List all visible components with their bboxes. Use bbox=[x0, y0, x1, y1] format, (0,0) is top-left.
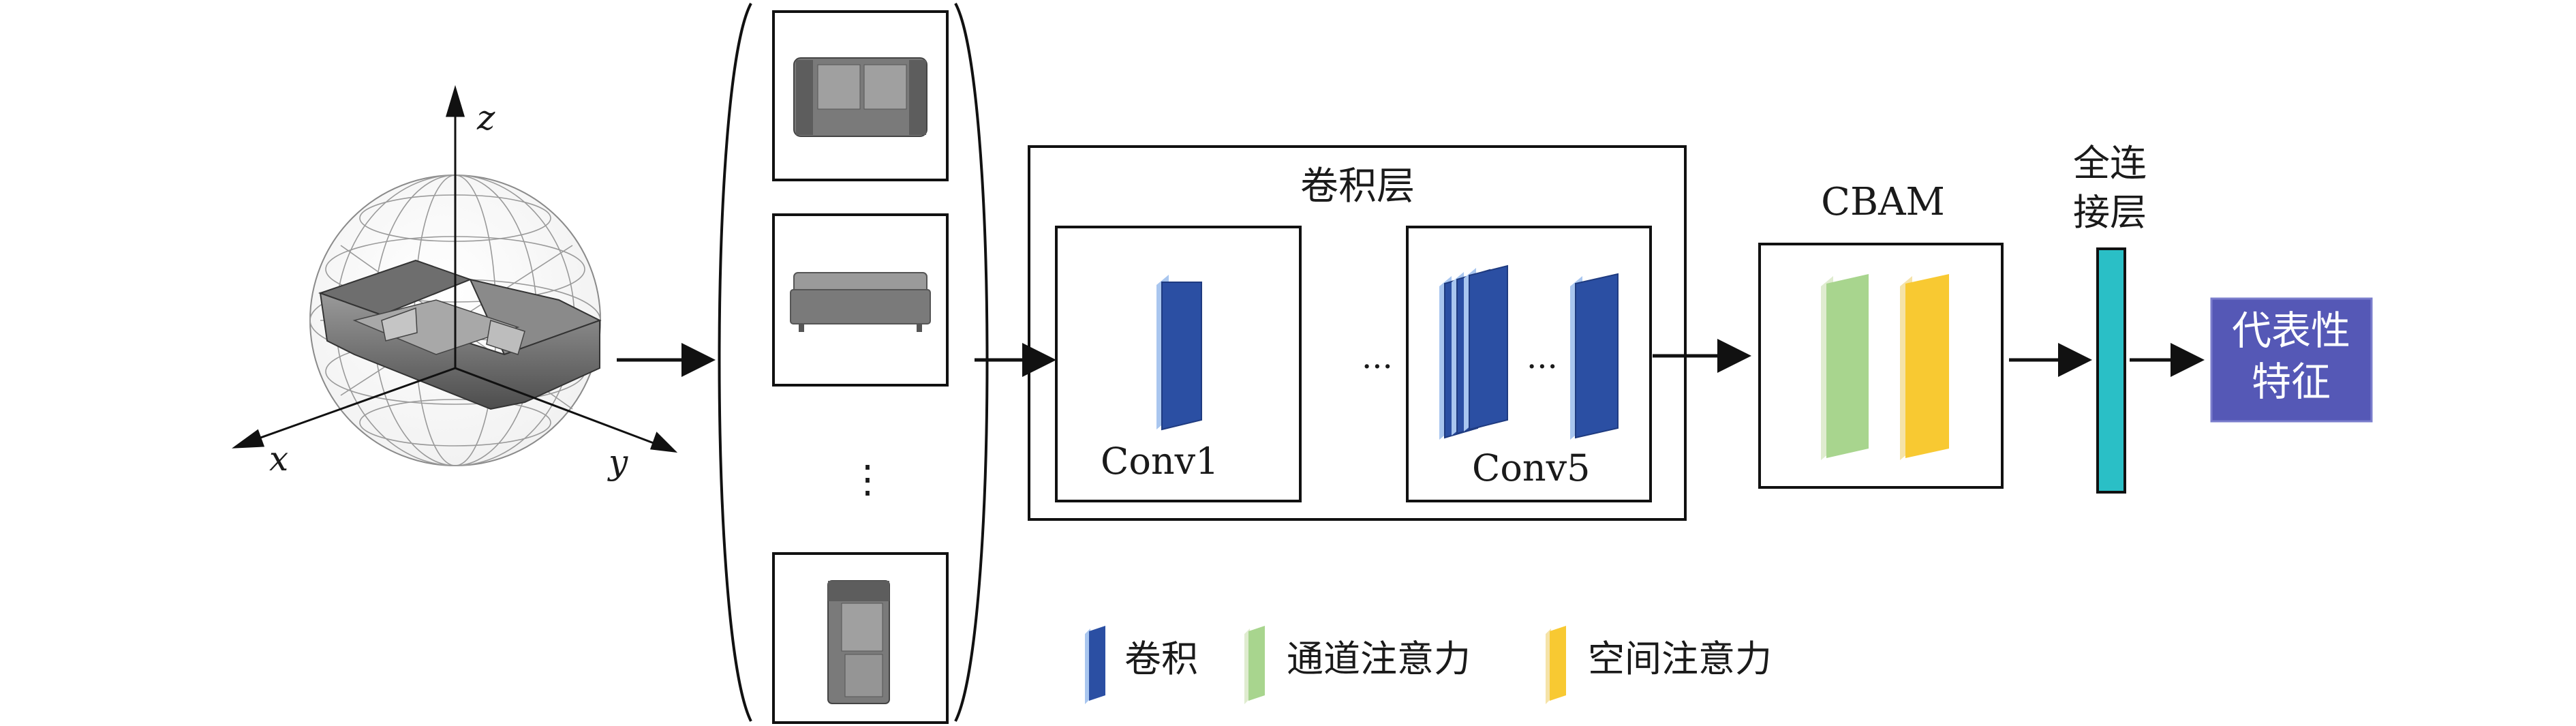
legend: 卷积 通道注意力 空间注意力 bbox=[1085, 626, 1772, 704]
view-sofa-front bbox=[790, 272, 931, 332]
fc-bar bbox=[2096, 247, 2126, 494]
y-axis-label: y bbox=[607, 442, 628, 482]
left-bracket bbox=[718, 3, 752, 722]
conv1-label: Conv1 bbox=[1101, 440, 1218, 483]
cbam-block: CBAM bbox=[1758, 180, 2004, 489]
conv-ellipsis-between: ... bbox=[1362, 338, 1393, 376]
right-bracket bbox=[954, 3, 989, 722]
conv1-layer bbox=[1156, 275, 1202, 431]
output-box: 代表性 特征 bbox=[2210, 297, 2373, 423]
legend-channel-label: 通道注意力 bbox=[1287, 637, 1471, 680]
conv5-layer bbox=[1570, 273, 1619, 440]
legend-conv-swatch bbox=[1085, 626, 1105, 704]
output-box-rect bbox=[2210, 297, 2373, 423]
conv1-frame bbox=[1055, 226, 1302, 502]
spatial-attention-layer bbox=[1900, 274, 1949, 460]
channel-attention-layer bbox=[1821, 274, 1869, 460]
cbam-frame bbox=[1758, 243, 2004, 489]
conv5-stack bbox=[1439, 264, 1508, 440]
fc-label-line2: 接层 bbox=[2073, 191, 2147, 234]
conv5-label: Conv5 bbox=[1472, 447, 1590, 489]
conv-block-title: 卷积层 bbox=[1300, 164, 1415, 209]
x-axis-label: x bbox=[269, 439, 288, 479]
conv5-frame bbox=[1406, 226, 1652, 502]
conv-block: 卷积层 Conv1 ... ... Conv5 bbox=[1028, 145, 1687, 521]
conv-ellipsis-inner: ... bbox=[1527, 338, 1558, 376]
cbam-title: CBAM bbox=[1821, 180, 1945, 224]
output-label-line2: 特征 bbox=[2252, 359, 2331, 405]
sphere-model: z x y bbox=[232, 85, 678, 482]
output-label-line1: 代表性 bbox=[2232, 307, 2350, 354]
legend-spatial-label: 空间注意力 bbox=[1588, 637, 1772, 680]
coordinate-axes bbox=[232, 85, 678, 453]
legend-spatial-swatch bbox=[1546, 626, 1566, 704]
legend-conv-label: 卷积 bbox=[1124, 637, 1198, 680]
legend-channel-swatch bbox=[1244, 626, 1265, 704]
conv-block-frame bbox=[1028, 145, 1687, 521]
views-column: ⋮ bbox=[718, 3, 989, 724]
fc-layer: 全连 接层 bbox=[2073, 142, 2147, 494]
views-ellipsis: ⋮ bbox=[848, 457, 887, 502]
fc-label-line1: 全连 bbox=[2073, 142, 2147, 185]
z-axis-label: z bbox=[476, 98, 495, 138]
view-sofa-top bbox=[793, 57, 927, 137]
sofa-model bbox=[318, 259, 602, 410]
view-sofa-side bbox=[827, 580, 890, 704]
